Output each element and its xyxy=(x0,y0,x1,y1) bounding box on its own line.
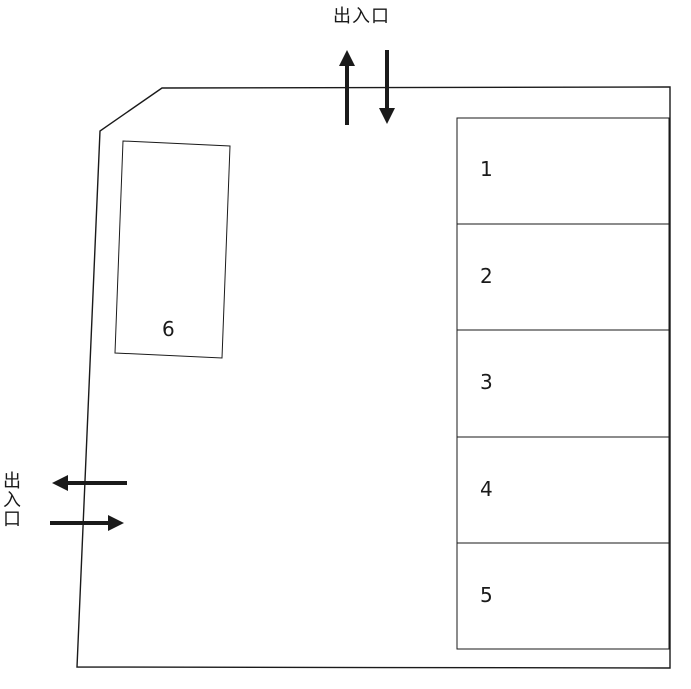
slot-2-label: 2 xyxy=(480,264,493,288)
building-outline xyxy=(76,86,671,669)
slot-4-label: 4 xyxy=(480,477,493,501)
area-6-box xyxy=(114,140,231,359)
top-entrance-arrows xyxy=(339,50,395,125)
slot-column: 1 2 3 4 5 xyxy=(456,117,670,650)
slot-5-label: 5 xyxy=(480,583,493,607)
slot-5-box xyxy=(456,542,670,650)
top-entrance-label: 出入口 xyxy=(333,6,390,27)
left-entrance-arrows xyxy=(50,475,127,531)
slot-3-label: 3 xyxy=(480,370,493,394)
left-entrance-label: 出入口 xyxy=(0,471,21,528)
slot-1-label: 1 xyxy=(480,157,493,181)
area-6-label: 6 xyxy=(162,317,175,341)
